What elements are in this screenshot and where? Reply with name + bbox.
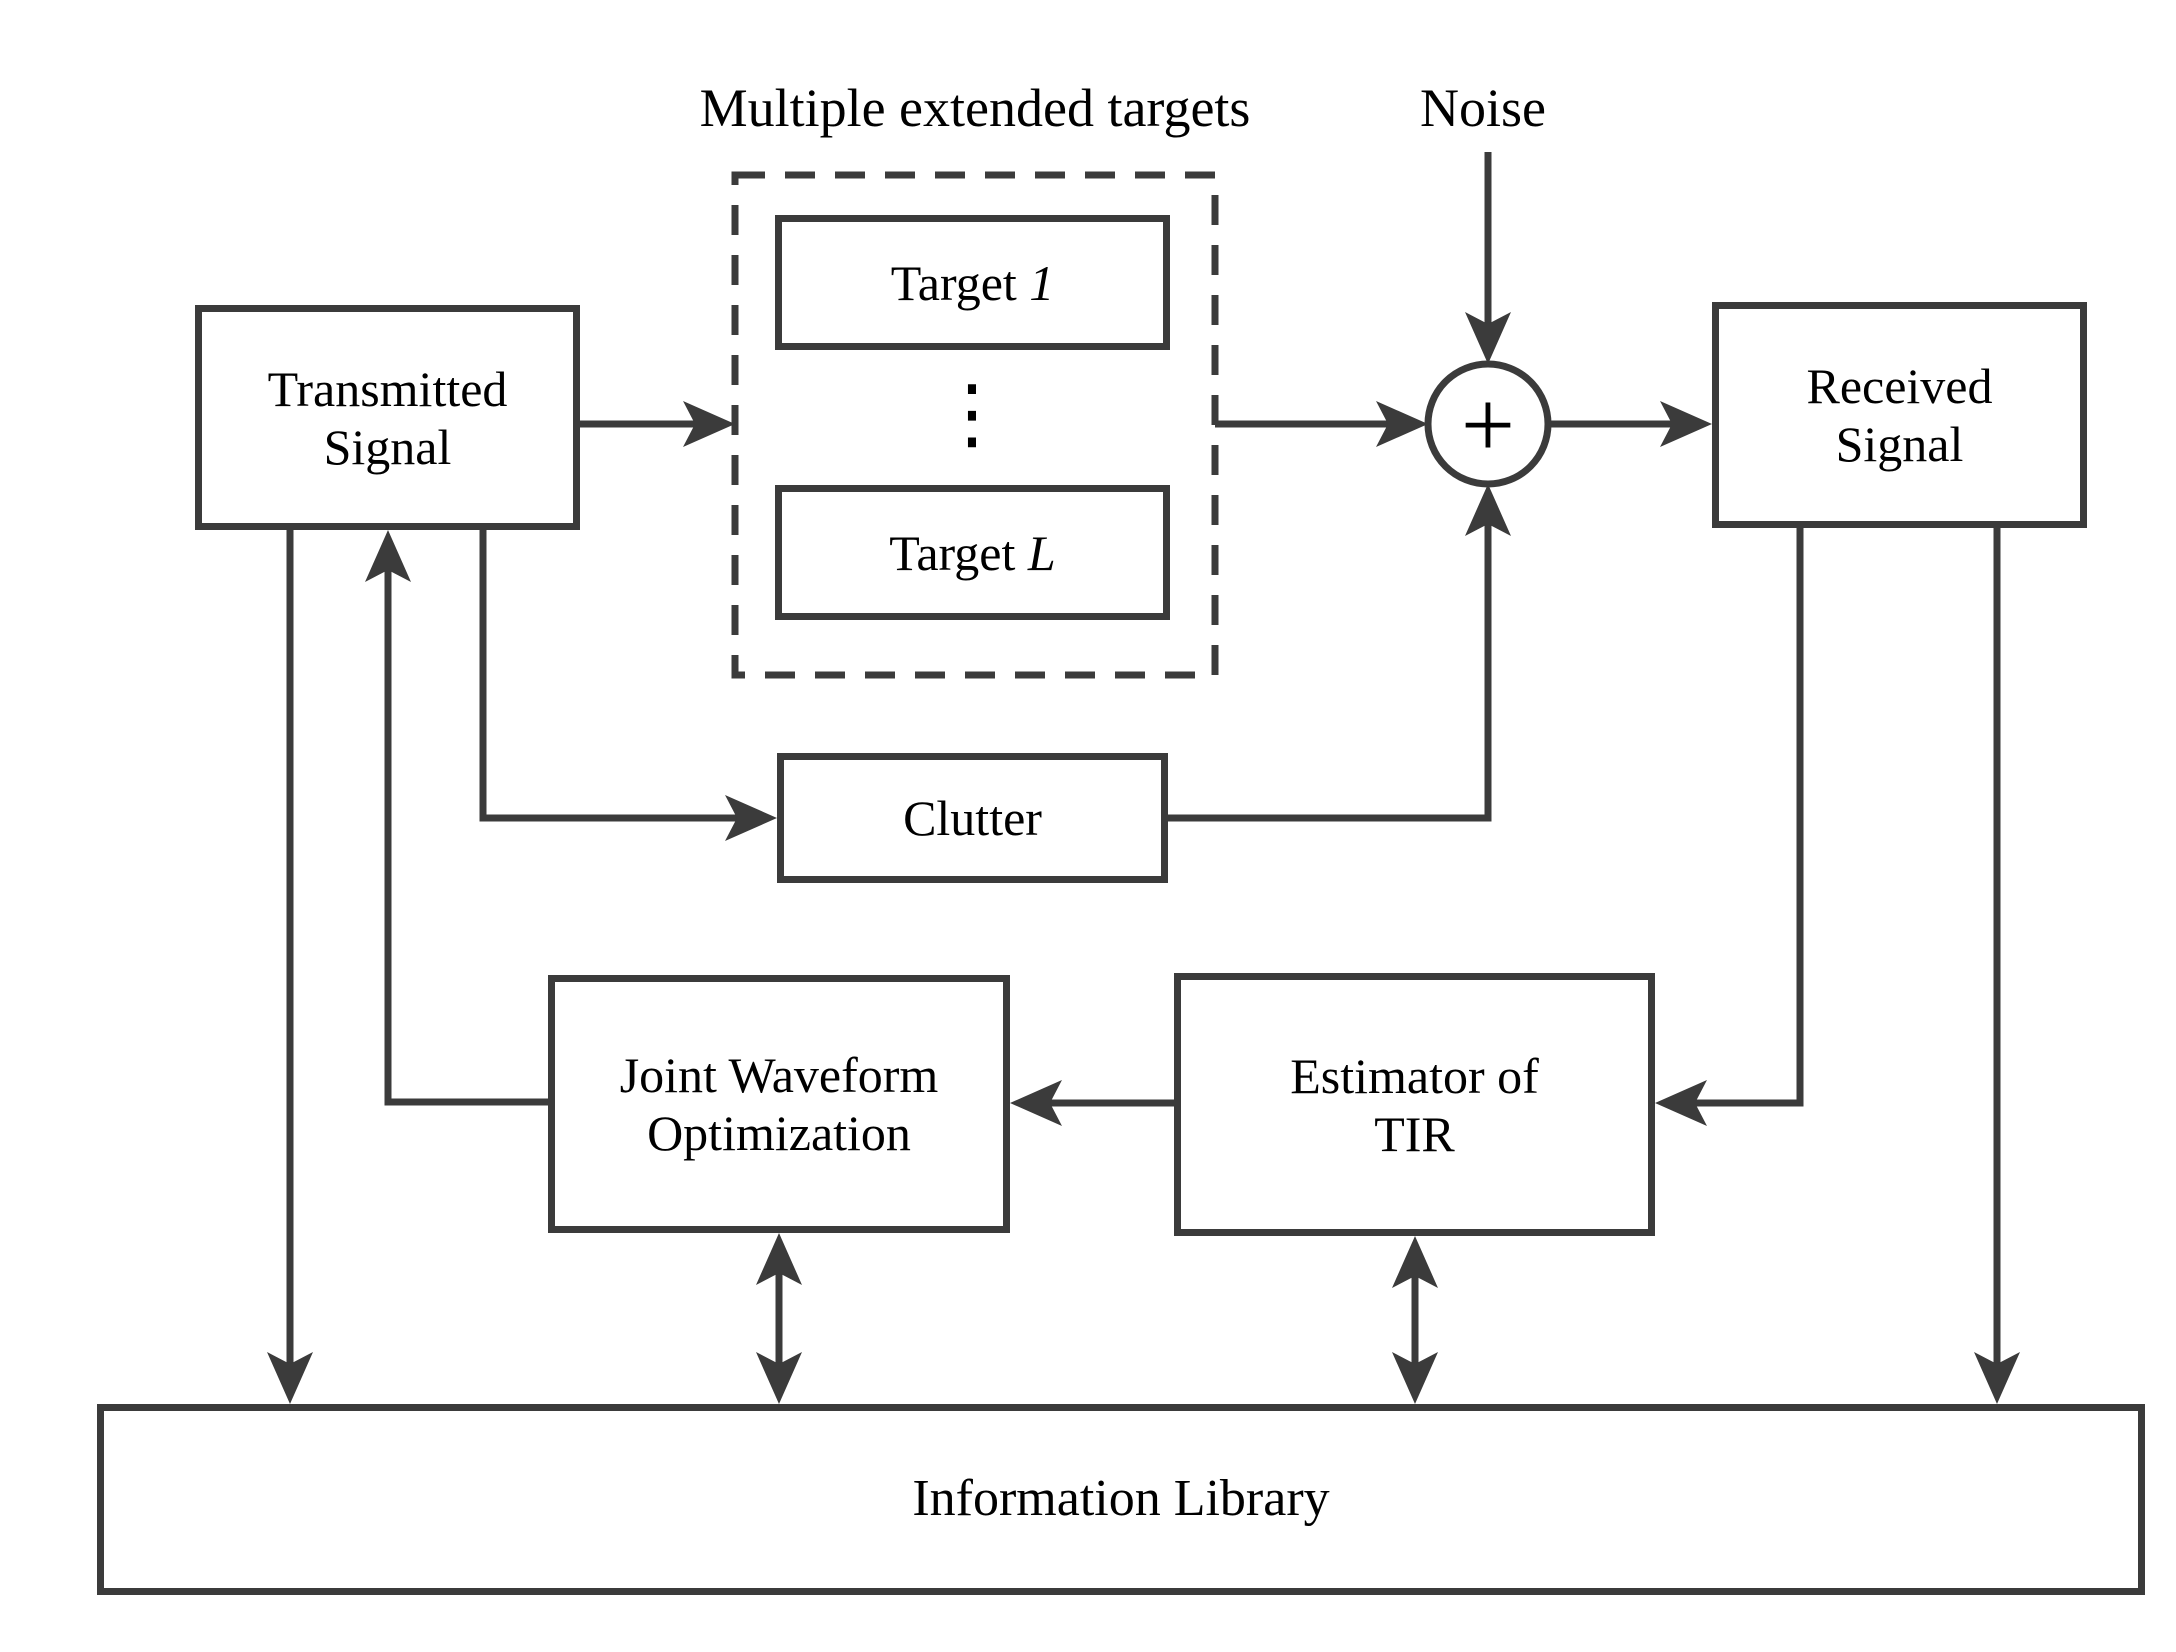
arrow-received-to-library [1974, 528, 2020, 1404]
target-l-prefix: Target [889, 524, 1028, 581]
received-signal-line2: Signal [1835, 416, 1964, 472]
estimator-line1: Estimator of [1290, 1047, 1539, 1104]
multiple-extended-targets-label: Multiple extended targets [600, 68, 1350, 148]
double-arrow-jwo-library [756, 1233, 802, 1404]
transmitted-signal-line2: Signal [323, 418, 452, 475]
arrow-noise-to-sum [1465, 152, 1511, 364]
noise-text: Noise [1420, 78, 1546, 138]
noise-label: Noise [1383, 68, 1583, 148]
clutter-box: Clutter [777, 753, 1168, 883]
target-1-prefix: Target [890, 254, 1030, 311]
summing-junction-circle [1424, 360, 1552, 488]
plus-icon: + [1460, 370, 1516, 478]
transmitted-signal-line1: Transmitted [267, 360, 508, 417]
vertical-ellipsis-icon: ⋮ [933, 369, 1011, 459]
arrow-estimator-to-jwo [1010, 1080, 1174, 1126]
arrow-clutter-to-sum [1168, 484, 1511, 822]
target-l-label: Target L [889, 524, 1055, 582]
arrow-received-to-estimator [1655, 528, 1804, 1126]
target-l-box: Target L [775, 485, 1170, 620]
received-signal-box: Received Signal [1712, 302, 2087, 528]
arrow-transmitted-to-clutter [479, 530, 777, 841]
arrow-transmitted-to-library [267, 530, 313, 1404]
arrow-jwo-to-transmitted [365, 530, 548, 1106]
target-l-index: L [1027, 524, 1056, 581]
joint-waveform-optimization-box: Joint Waveform Optimization [548, 975, 1010, 1233]
jwo-line2: Optimization [647, 1105, 911, 1161]
target-1-box: Target 1 [775, 215, 1170, 350]
information-library-box: Information Library [97, 1404, 2145, 1595]
estimator-line2: TIR [1374, 1105, 1455, 1162]
information-library-label: Information Library [912, 1470, 1330, 1528]
target-1-label: Target 1 [891, 254, 1055, 312]
clutter-label: Clutter [903, 790, 1042, 846]
target-1-index: 1 [1029, 254, 1055, 311]
jwo-line1: Joint Waveform [619, 1047, 939, 1103]
estimator-of-tir-box: Estimator of TIR [1174, 973, 1655, 1236]
arrow-transmitted-to-targets [580, 401, 735, 447]
arrow-targets-to-sum [1215, 401, 1428, 447]
arrow-sum-to-received [1548, 401, 1712, 447]
double-arrow-estimator-library [1392, 1236, 1438, 1404]
received-signal-line1: Received [1806, 358, 1993, 414]
multiple-extended-targets-text: Multiple extended targets [699, 78, 1251, 138]
transmitted-signal-box: Transmitted Signal [195, 305, 580, 530]
